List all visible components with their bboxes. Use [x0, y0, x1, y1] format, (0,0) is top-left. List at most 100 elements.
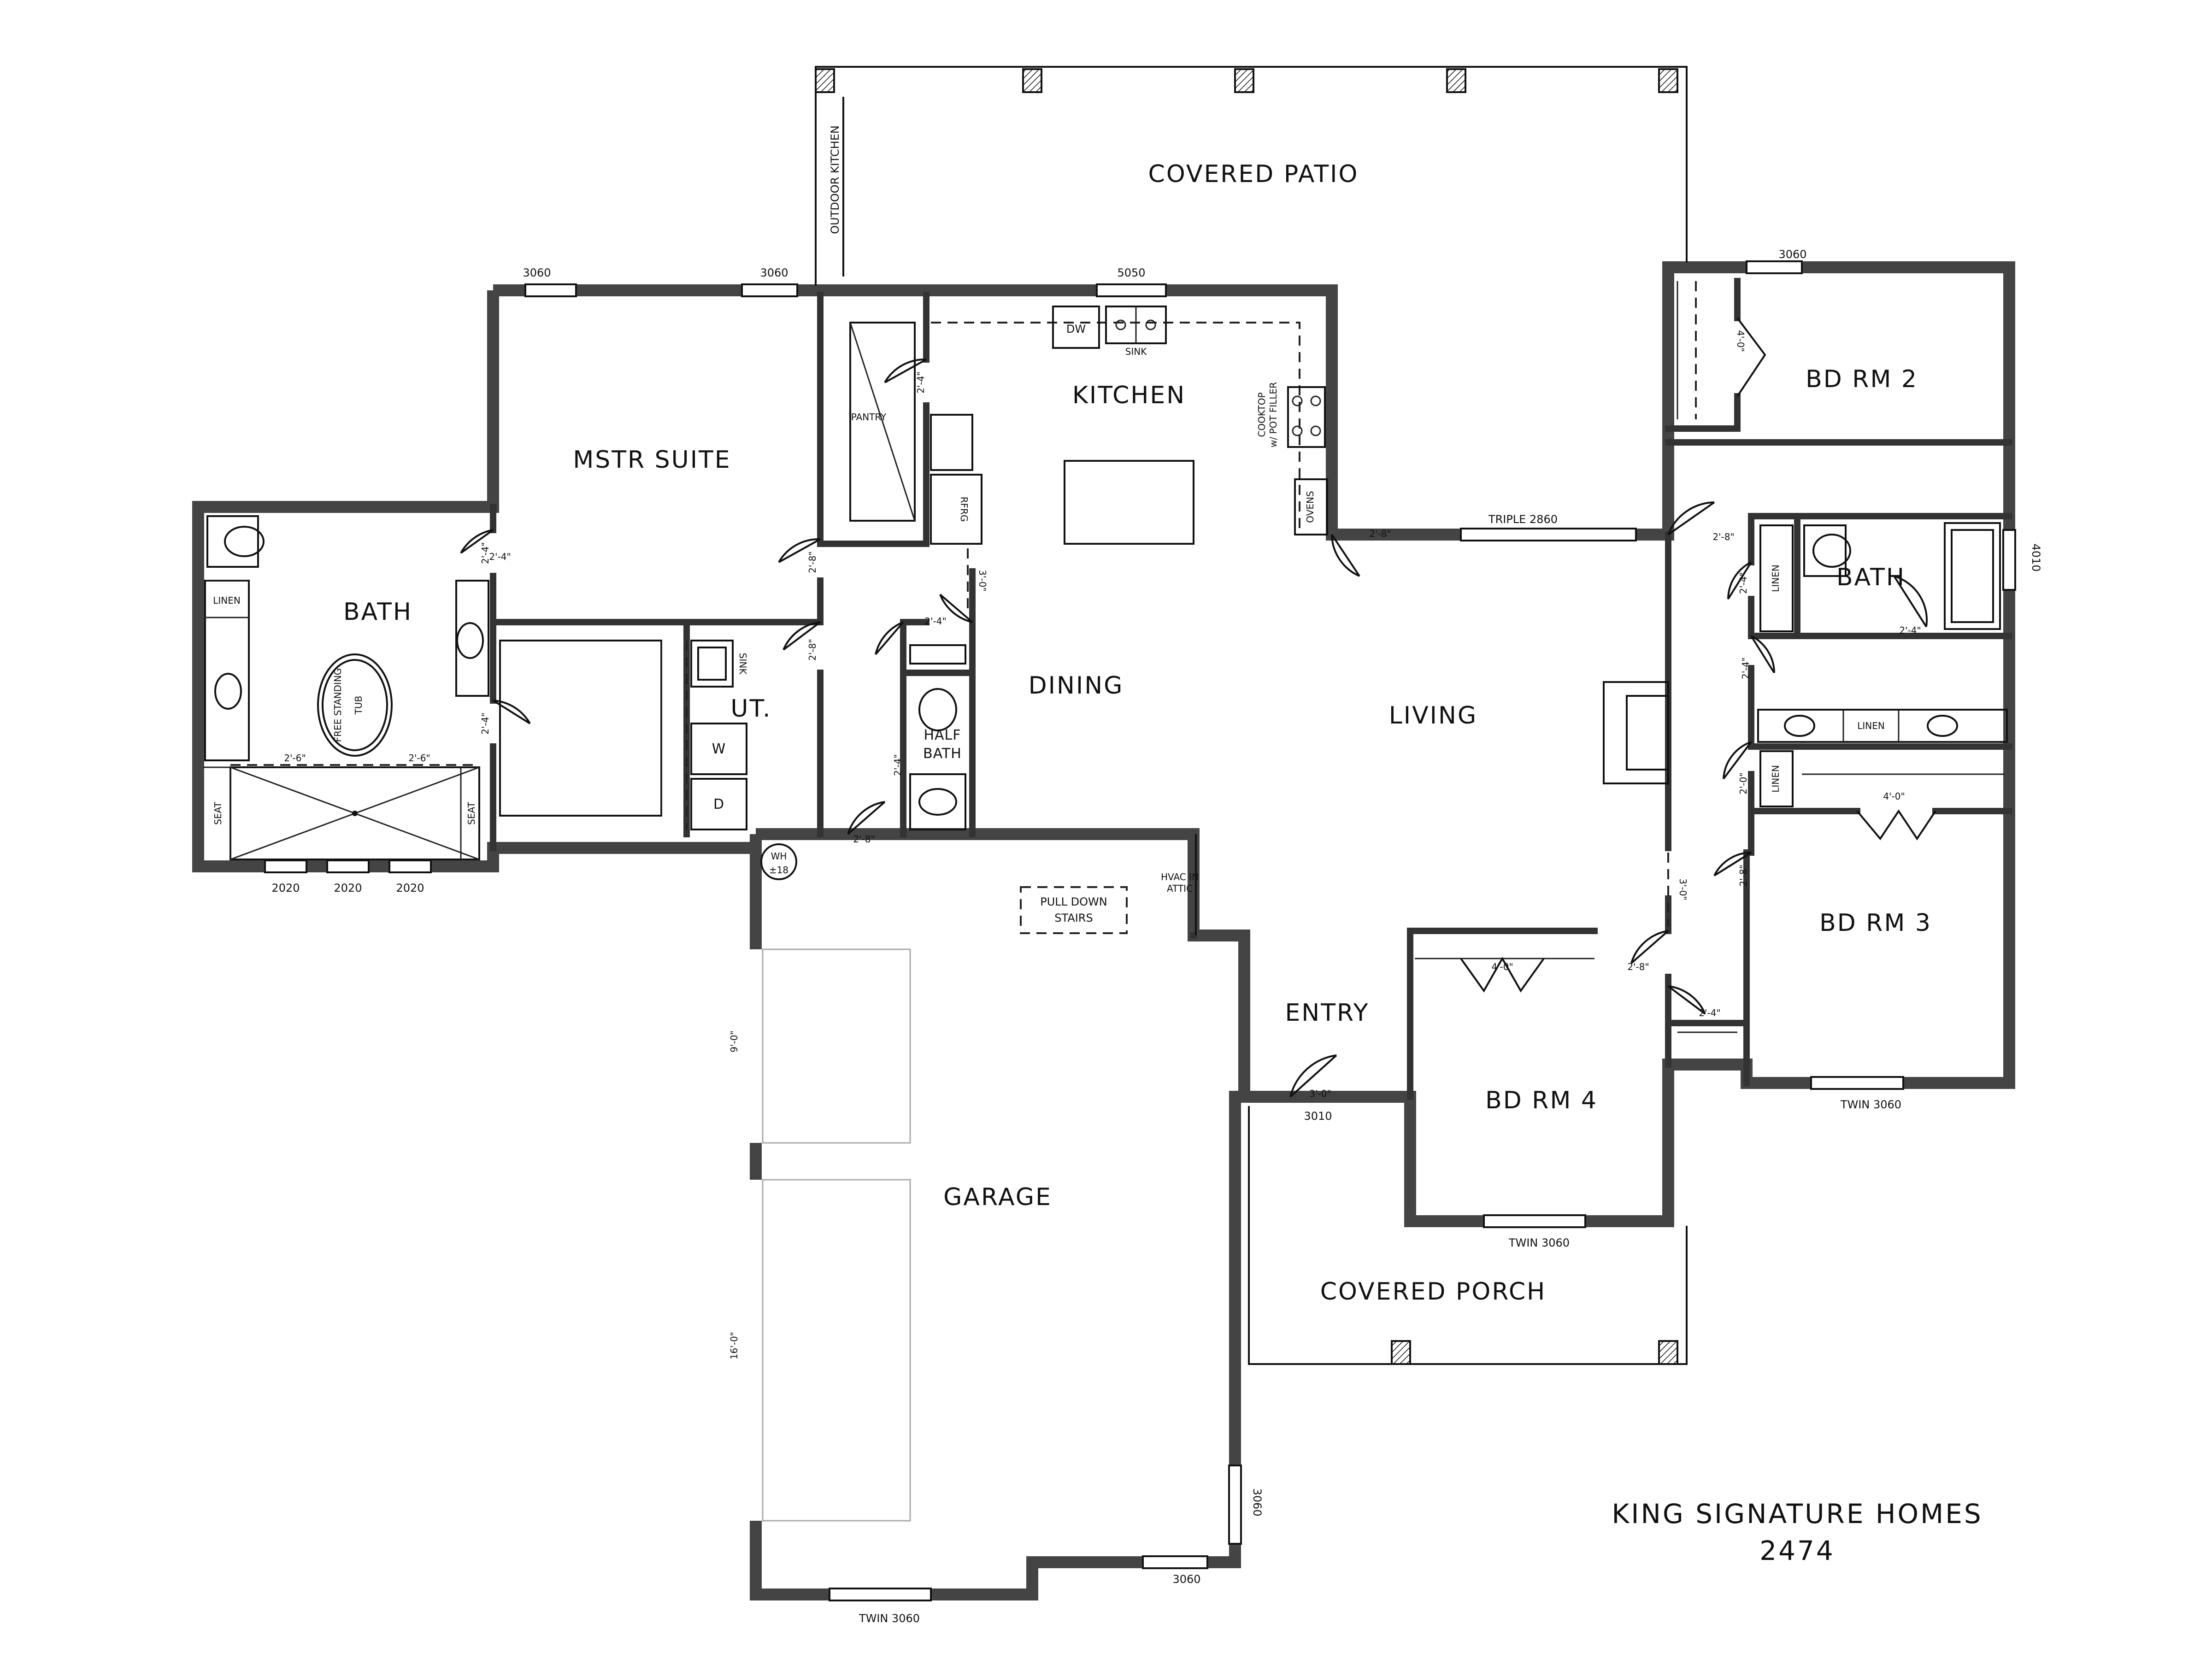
label-half-bath-2: BATH [923, 746, 962, 762]
exterior-walls [192, 261, 2015, 1600]
utility-fixtures [686, 640, 1128, 934]
label-linen-hall-2: LINEN [1770, 765, 1781, 793]
label-window-entry: 3010 [1304, 1110, 1332, 1123]
window-bd3 [1810, 1076, 1904, 1090]
dim-half-bath-upper: 2'-4" [924, 616, 946, 627]
label-outdoor-kitchen: OUTDOOR KITCHEN [829, 125, 841, 234]
label-ovens: OVENS [1305, 491, 1316, 523]
pantry-shelf [849, 322, 916, 522]
dim-shower-right: 2'-6" [408, 753, 430, 764]
window-bath-2 [326, 859, 370, 873]
windows [264, 260, 2016, 1601]
dim-bd3-closet: 4'-0" [1883, 791, 1905, 802]
toilet-bowl [224, 526, 265, 557]
garage-details [762, 834, 1197, 1522]
fixture-labels: DW SINK COOKTOP w/ POT FILLER OVENS RFRG… [212, 323, 1885, 924]
label-pull-down-1: PULL DOWN [1040, 895, 1107, 908]
bath-vanity-left [204, 580, 250, 761]
label-window-bd3: TWIN 3060 [1840, 1098, 1901, 1111]
dim-vanity-door: 2'-4" [1740, 657, 1751, 679]
dim-shower-left: 2'-6" [284, 753, 306, 764]
fireplace [1603, 681, 1669, 784]
label-window-kitchen: 5050 [1117, 266, 1145, 279]
washer [690, 723, 747, 775]
dim-hall-closet-door: 2'-4" [1699, 1007, 1720, 1018]
label-master-bath: BATH [343, 598, 412, 626]
window-labels: 3060 3060 5050 3060 TRIPLE 2860 4010 202… [271, 248, 2042, 1625]
linen-1 [1759, 524, 1794, 632]
label-cooktop-2: w/ POT FILLER [1268, 382, 1279, 447]
dim-entry-door: 3'-0" [1309, 1088, 1331, 1099]
dim-linen-1-door: 2'-4" [1738, 572, 1749, 594]
garage-bay-1 [762, 948, 911, 1144]
half-bath-toilet [918, 688, 957, 731]
label-garage: GARAGE [943, 1183, 1052, 1211]
covered-porch-outline [1248, 1106, 1688, 1365]
half-bath-sink [909, 773, 966, 830]
label-washer: W [712, 741, 726, 757]
dryer [690, 778, 747, 830]
window-hall-bath [2002, 529, 2016, 591]
garage-bay-2 [762, 1179, 911, 1522]
label-utility: UT. [730, 695, 771, 723]
plan-number: 2474 [1759, 1535, 1835, 1566]
label-linen-master: LINEN [213, 595, 241, 606]
label-bd-rm-2: BD RM 2 [1806, 365, 1918, 393]
dim-ut-door: 2'-8" [807, 639, 818, 660]
label-ut-sink: SINK [737, 653, 748, 675]
label-window-living: TRIPLE 2860 [1488, 513, 1558, 526]
window-mstr-left [524, 283, 577, 297]
window-mstr-right [741, 283, 798, 297]
label-window-bath-3: 2020 [396, 882, 424, 894]
dim-hall-door: 2'-8" [1712, 531, 1734, 542]
label-dw: DW [1066, 323, 1086, 335]
dim-mstr-bath-door: 2'-4" [480, 542, 491, 564]
label-window-garage-front: TWIN 3060 [859, 1612, 920, 1625]
label-covered-porch: COVERED PORCH [1320, 1278, 1547, 1306]
dim-pantry-door: 2'-4" [915, 371, 926, 393]
dim-half-bath-door: 2'-4" [892, 754, 903, 776]
free-standing-tub [317, 653, 393, 757]
hall-bath-fixtures [1677, 281, 2008, 1033]
label-window-mstr-left: 3060 [523, 266, 551, 279]
title-block: KING SIGNATURE HOMES 2474 [1612, 1498, 1983, 1566]
company-name: KING SIGNATURE HOMES [1612, 1498, 1983, 1530]
hall-toilet-tank [1803, 524, 1847, 577]
cooktop [1287, 386, 1326, 448]
label-bd-rm-4: BD RM 4 [1485, 1087, 1598, 1114]
dim-patio-door: 2'-8" [1369, 528, 1391, 539]
label-seat-right: SEAT [466, 801, 477, 824]
label-tub-2: TUB [353, 696, 364, 715]
label-bd-rm-3: BD RM 3 [1819, 909, 1932, 937]
kitchen-fixtures [849, 306, 1328, 545]
dim-bd4-closet: 4'-0" [1491, 961, 1513, 972]
label-window-hall-bath: 4010 [2030, 543, 2042, 571]
label-window-bd4: TWIN 3060 [1508, 1236, 1570, 1249]
label-wh-2: ±18 [769, 865, 788, 876]
label-window-bath-1: 2020 [271, 882, 300, 894]
pull-down-stairs [1020, 886, 1128, 934]
window-living-triple [1460, 528, 1637, 541]
doors [460, 317, 1936, 1098]
label-hvac-2: ATTIC [1167, 883, 1193, 894]
window-bath-1 [264, 859, 307, 873]
vanity-row [1757, 709, 2008, 743]
room-labels: COVERED PATIO OUTDOOR KITCHEN KITCHEN MS… [343, 125, 1932, 1306]
dim-garage-9: 9'-0" [729, 1030, 740, 1052]
label-linen-vanity: LINEN [1857, 720, 1885, 731]
label-seat-left: SEAT [212, 801, 224, 824]
dishwasher [1052, 306, 1100, 349]
label-entry: ENTRY [1285, 999, 1369, 1027]
label-window-bd2: 3060 [1778, 248, 1806, 261]
bath-vanity-right [455, 580, 489, 697]
label-hvac-1: HVAC IN [1161, 871, 1199, 882]
label-window-bath-2: 2020 [334, 882, 362, 894]
dim-hall-bath-door: 2'-4" [1899, 625, 1921, 636]
dim-bath-door: 2'-4" [489, 551, 511, 562]
kitchen-island [1064, 460, 1194, 545]
dim-garage-door: 2'-8" [853, 834, 875, 845]
toilet-tank [206, 515, 259, 568]
dim-linen-2-door: 2'-0" [1738, 772, 1749, 794]
label-dining: DINING [1029, 672, 1124, 700]
